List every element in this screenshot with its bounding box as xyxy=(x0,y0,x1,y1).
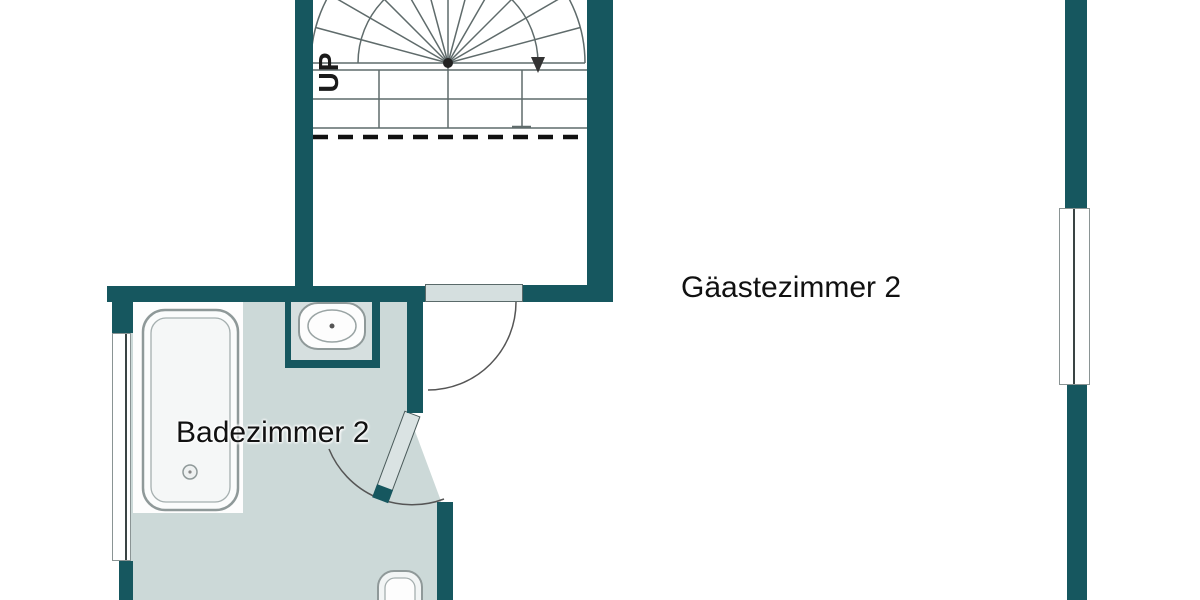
sink-drain xyxy=(329,323,335,329)
stair-outer-arc xyxy=(313,0,586,64)
guest-room-label: Gäastezimmer 2 xyxy=(681,271,902,304)
bathroom-right-wall-bottom xyxy=(437,502,453,600)
bathroom-label: Badezimmer 2 xyxy=(176,416,370,449)
stair-hub-point xyxy=(443,58,453,68)
bathroom-window-pane-line xyxy=(125,334,127,560)
stair-direction-arrow xyxy=(531,57,545,73)
bathroom-right-wall-top xyxy=(407,301,423,413)
outer-right-wall-top xyxy=(1065,0,1087,210)
stairwell-door-swing-arc xyxy=(427,301,517,391)
toilet xyxy=(377,570,423,600)
bathroom-left-wall-top xyxy=(112,286,133,333)
stairwell-left-wall xyxy=(295,0,313,301)
bathroom-door-leaf-cap xyxy=(372,484,393,504)
stairwell-door-threshold xyxy=(425,284,523,302)
sink-alcove-wall-bottom xyxy=(285,360,380,368)
guest-room-window-pane-line xyxy=(1073,209,1075,384)
winder-staircase xyxy=(313,0,588,140)
bathroom-door-leaf xyxy=(372,410,421,504)
sink-alcove-wall-left xyxy=(285,301,291,367)
sink xyxy=(298,302,366,350)
sink-alcove-wall-right xyxy=(372,301,380,367)
bathroom-window xyxy=(112,333,131,561)
bathtub xyxy=(141,308,240,512)
stair-radial-treads xyxy=(313,0,585,64)
bathroom-top-wall xyxy=(107,286,425,302)
bathroom-left-wall-bottom xyxy=(119,561,133,600)
stairs-up-label: UP xyxy=(313,51,344,93)
guest-room-window xyxy=(1059,208,1090,385)
outer-right-wall-bottom xyxy=(1067,383,1087,600)
stair-walk-line xyxy=(357,0,539,64)
stair-straight-treads xyxy=(313,63,588,129)
stairwell-right-wall xyxy=(587,0,613,302)
stairwell-bottom-wall-right xyxy=(523,285,613,302)
